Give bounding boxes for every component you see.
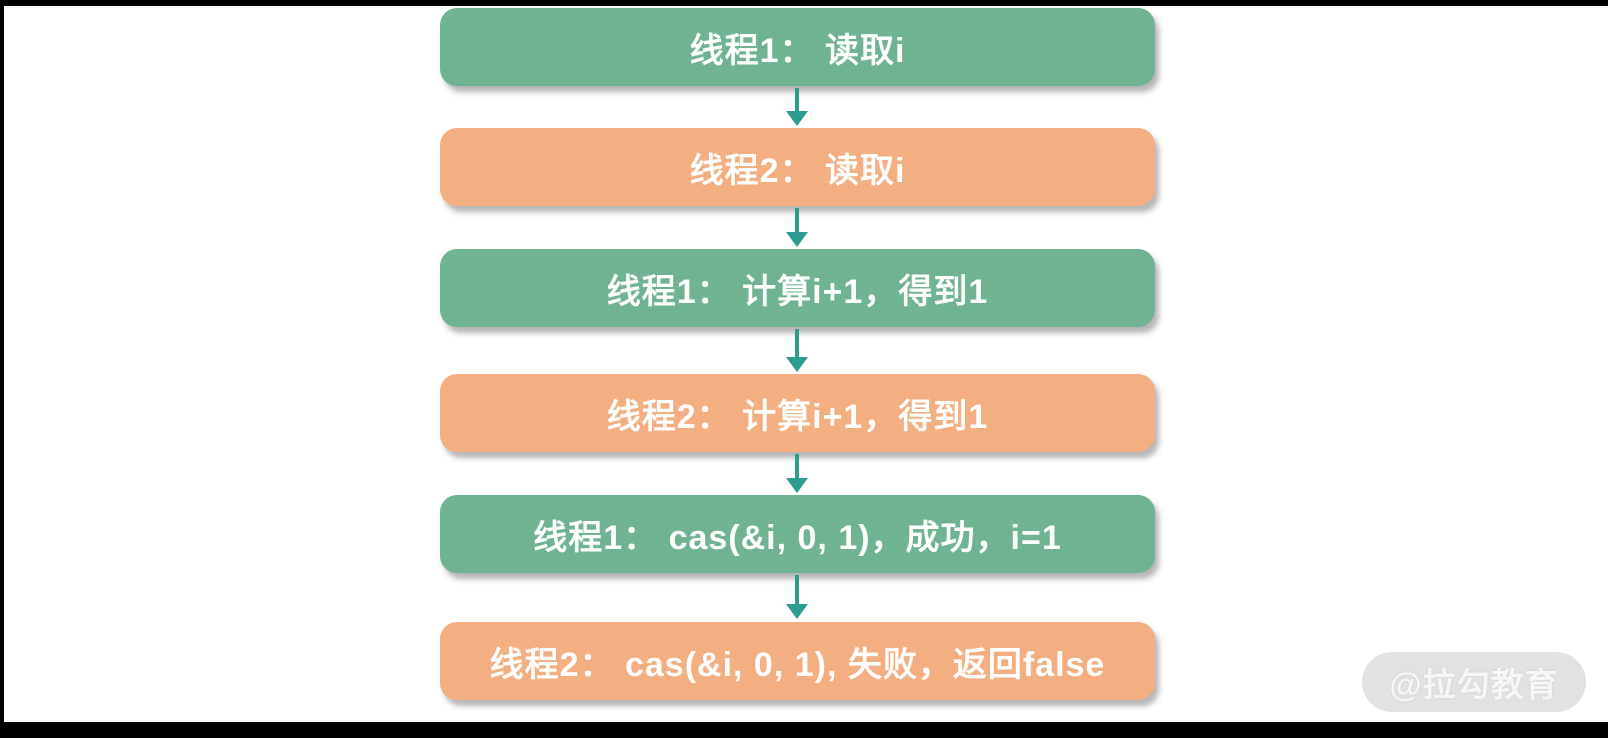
left-letterbox-bar: [0, 0, 4, 738]
arrow-down-icon: [795, 575, 799, 604]
flow-node-thread1-read: 线程1： 读取i: [440, 8, 1155, 86]
bottom-letterbox-bar: [0, 722, 1608, 738]
flow-node-thread1-compute: 线程1： 计算i+1，得到1: [440, 249, 1155, 327]
arrow-down-icon: [795, 454, 799, 478]
flow-node-thread2-cas-fail: 线程2： cas(&i, 0, 1), 失败，返回false: [440, 622, 1155, 700]
top-letterbox-bar: [0, 0, 1608, 6]
flow-node-thread2-read: 线程2： 读取i: [440, 128, 1155, 206]
arrow-down-icon: [795, 88, 799, 111]
flow-node-thread1-cas-success: 线程1： cas(&i, 0, 1)，成功，i=1: [440, 495, 1155, 573]
flow-node-thread2-compute: 线程2： 计算i+1，得到1: [440, 374, 1155, 452]
arrow-down-icon: [795, 208, 799, 232]
arrow-down-icon: [795, 329, 799, 357]
watermark-badge: @拉勾教育: [1362, 652, 1586, 712]
